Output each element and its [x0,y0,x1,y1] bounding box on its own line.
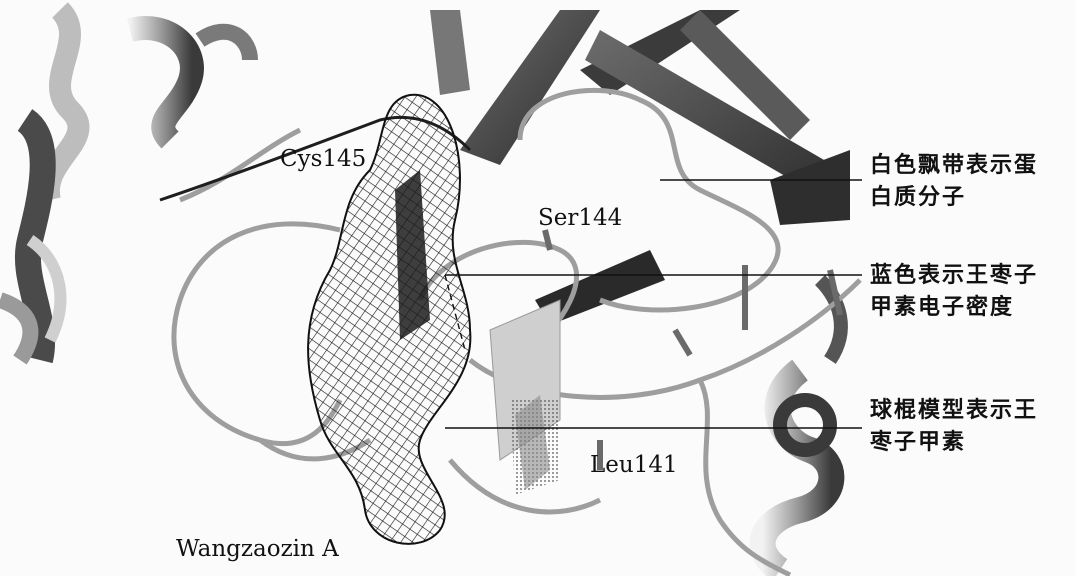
legend-blue-density-line2: 甲素电子密度 [870,292,1038,324]
legend-white-ribbon: 白色飘带表示蛋 白质分子 [870,150,1038,214]
legend-white-ribbon-line1: 白色飘带表示蛋 [870,150,1038,182]
beta-strands [430,10,850,325]
legend-blue-density: 蓝色表示王枣子 甲素电子密度 [870,260,1038,324]
legend-ball-stick-line1: 球棍模型表示王 [870,395,1038,427]
right-helix [763,280,841,570]
legend-ball-stick: 球棍模型表示王 枣子甲素 [870,395,1038,459]
light-strand [490,300,560,495]
legend-blue-density-line1: 蓝色表示王枣子 [870,260,1038,292]
label-leu141: Leu141 [590,452,678,478]
left-helix [0,10,78,360]
legend-ball-stick-line2: 枣子甲素 [870,427,1038,459]
label-ligand: Wangzaozin A [176,536,339,562]
legend-white-ribbon-line2: 白质分子 [870,182,1038,214]
label-cys145: Cys145 [280,146,366,172]
top-helix [130,28,250,140]
label-ser144: Ser144 [538,205,622,231]
